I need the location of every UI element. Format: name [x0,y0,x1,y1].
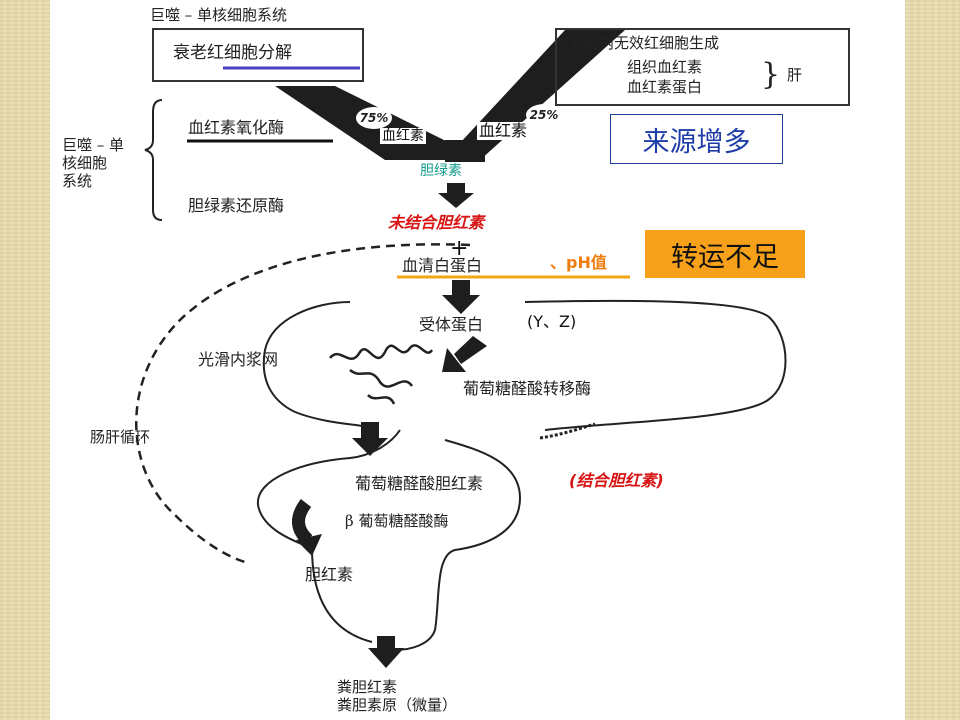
side-group-line1: 巨噬 – 单 [62,136,125,154]
side-group-line3: 系统 [62,172,93,190]
callout-source-increase: 来源增多 [610,114,783,164]
left-percent: 75% [356,107,392,129]
yz-note: (Y、Z) [527,312,577,331]
down-arrow-icon [368,636,404,668]
diagram-slide: 巨噬 – 单核细胞系统 衰老红细胞分解 骨髓内无效红细胞生成 组织血红素 血红素… [50,0,905,720]
right-box-line1: 骨髓内无效红细胞生成 [569,34,720,52]
conjugated-note: (结合胆红素) [569,471,664,490]
down-arrow-icon [438,183,474,208]
right-box-line3: 血红素蛋白 [627,78,703,96]
senescent-rbc-box [152,28,364,82]
ph-note: 、pH值 [550,253,607,272]
right-brace: } [761,57,781,92]
diagonal-arrow-icon [442,336,487,372]
smooth-er-label: 光滑内浆网 [198,350,279,369]
side-group-line2: 核细胞 [62,154,108,172]
enterohepatic-loop [135,243,471,564]
heme-left-label: 血红素 [380,128,426,144]
callout-transport-deficiency: 转运不足 [645,230,805,278]
fecal-bilirubin-label: 粪胆红素 [337,678,398,696]
intestine-outline-left-lower [311,547,373,643]
right-percent: 25% [526,104,562,126]
bile-duct-line [539,422,596,440]
heme-oxygenase-label: 血红素氧化酶 [188,118,285,137]
funnel-stem [445,140,485,162]
enterohepatic-label: 肠肝循环 [90,428,151,446]
liver-outline-left [262,301,363,427]
serum-albumin-label: 血清白蛋白 [402,256,483,275]
fecal-urobilinogen-label: 粪胆素原（微量） [337,696,458,714]
diagram-drawing [135,30,787,668]
intestine-outline-left [256,429,401,549]
liver-outline-right [524,299,787,431]
down-arrow-icon [352,422,388,456]
bilirubin-label: 胆红素 [305,565,354,584]
group-bracket [144,99,163,221]
beta-glucuronidase-label: β 葡萄糖醛酸酶 [345,512,449,530]
top-system-label: 巨噬 – 单核细胞系统 [150,6,288,24]
right-box-line2: 组织血红素 [627,58,703,76]
down-arrow-icon [442,280,480,314]
conjugated-bilirubin-label: 葡萄糖醛酸胆红素 [355,474,484,493]
intestine-outline-right [394,439,522,651]
unconjugated-bilirubin-label: 未结合胆红素 [388,213,485,232]
plus-sign: + [450,236,469,261]
er-squiggle-icon [329,344,434,405]
ineffective-erythropoiesis-box [555,28,850,106]
transferase-label: 葡萄糖醛酸转移酶 [463,379,592,398]
biliverdin-label: 胆绿素 [420,163,462,179]
receptor-protein-label: 受体蛋白 [419,315,484,334]
curved-arrow-icon [292,499,322,556]
biliverdin-reductase-label: 胆绿素还原酶 [188,196,285,215]
heme-right-label: 血红素 [477,121,530,140]
senescent-rbc-text: 衰老红细胞分解 [173,43,292,63]
liver-brace-label: 肝 [787,66,803,84]
